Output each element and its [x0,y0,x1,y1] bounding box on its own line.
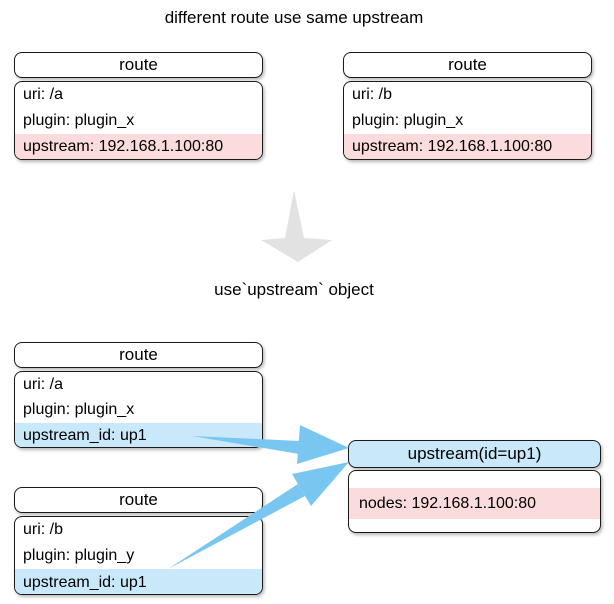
route-field-plugin: plugin: plugin_x [23,112,135,129]
spacer [349,519,600,532]
route-field-plugin: plugin: plugin_y [23,547,135,564]
route-field-plugin: plugin: plugin_x [352,112,464,129]
route-field-upstream-id: upstream_id: up1 [15,569,262,594]
route-box-a-after-header: route [14,342,263,368]
route-box-a-before-body: uri: /a plugin: plugin_x upstream: 192.1… [14,81,263,160]
route-field-uri: uri: /b [23,521,64,538]
route-field-upstream: upstream: 192.168.1.100:80 [344,134,591,159]
route-field-uri: uri: /a [23,86,64,103]
upstream-field-nodes: nodes: 192.168.1.100:80 [349,488,600,519]
spacer [349,471,600,488]
route-field-uri: uri: /b [352,86,393,103]
diagram-title: different route use same upstream [164,8,424,27]
route-box-a-before: route uri: /a plugin: plugin_x upstream:… [14,52,263,160]
route-field-upstream: upstream: 192.168.1.100:80 [15,134,262,159]
route-box-b-after-header: route [14,487,263,513]
route-field-plugin: plugin: plugin_x [23,401,135,418]
route-box-b-after: route uri: /b plugin: plugin_y upstream_… [14,487,263,595]
route-field-upstream-id: upstream_id: up1 [15,423,262,447]
route-box-b-before-header: route [343,52,592,78]
route-box-b-before: route uri: /b plugin: plugin_x upstream:… [343,52,592,160]
diagram-subtitle: use`upstream` object [214,280,374,299]
upstream-box: upstream(id=up1) nodes: 192.168.1.100:80 [348,440,601,533]
upstream-box-body: nodes: 192.168.1.100:80 [348,470,601,533]
route-box-b-before-body: uri: /b plugin: plugin_x upstream: 192.1… [343,81,592,160]
route-box-a-after: route uri: /a plugin: plugin_x upstream_… [14,342,263,448]
route-field-uri: uri: /a [23,376,64,393]
route-box-a-after-body: uri: /a plugin: plugin_x upstream_id: up… [14,371,263,448]
route-box-a-before-header: route [14,52,263,78]
route-box-b-after-body: uri: /b plugin: plugin_y upstream_id: up… [14,516,263,595]
upstream-box-header: upstream(id=up1) [348,440,601,468]
transform-down-arrow-icon [261,190,332,262]
